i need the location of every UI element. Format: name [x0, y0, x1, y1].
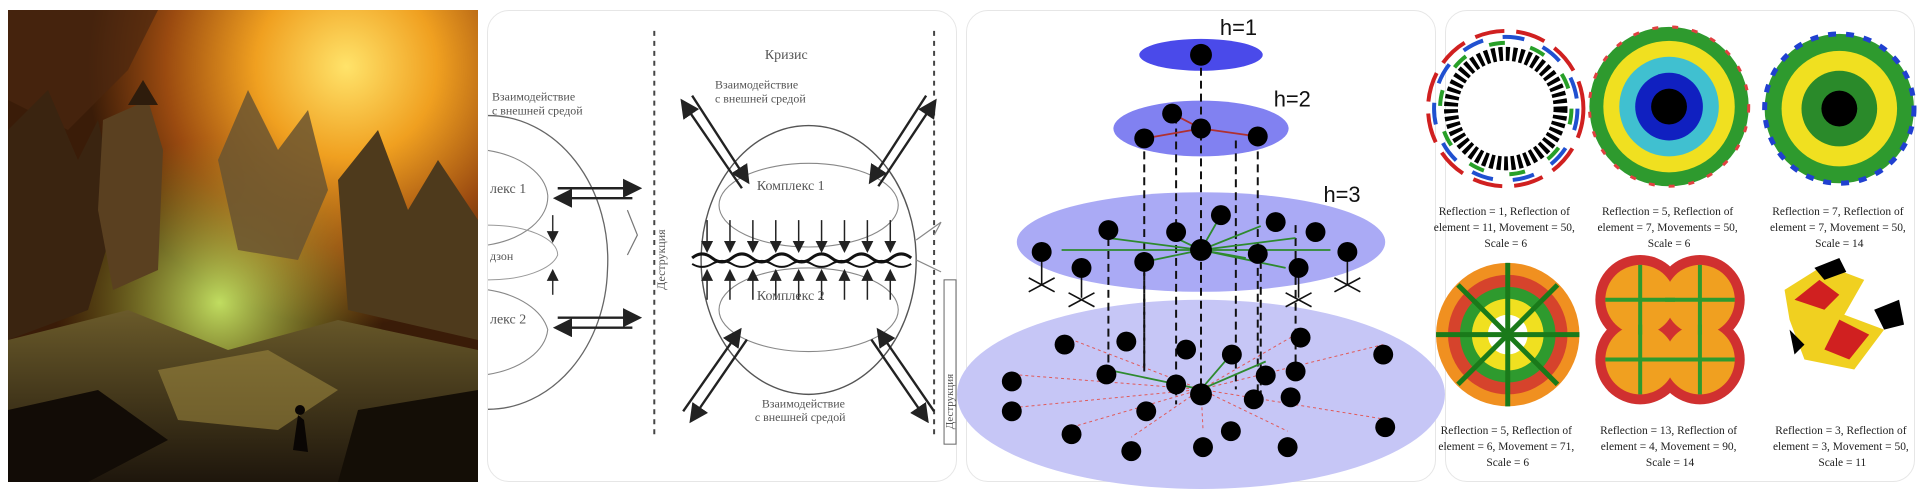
crisis-diagram-canvas: Взаимодействие с внешней средой лекс 1 д… — [487, 30, 957, 445]
level-3-label: h=3 — [1323, 182, 1360, 207]
svg-text:Reflection = 5, Reflection of: Reflection = 5, Reflection of element = … — [1597, 206, 1740, 250]
caption-4-line2: element = 6, Movement = 71, — [1438, 441, 1574, 453]
fractal-pattern-5 — [1595, 254, 1745, 405]
svg-text:Reflection = 5, Reflection of: Reflection = 5, Reflection of element = … — [1438, 425, 1577, 469]
caption-1-line3: Scale = 6 — [1484, 238, 1527, 250]
caption-1-line1: Reflection = 1, Reflection of — [1439, 206, 1570, 218]
hierarchy-diagram-canvas: h=1 h=2 h=3 — [957, 15, 1445, 489]
caption-6-line2: element = 3, Movement = 50, — [1773, 441, 1909, 453]
crisis-title: Кризис — [765, 48, 808, 63]
hierarchy-levels-diagram[interactable]: h=1 h=2 h=3 — [957, 10, 1445, 489]
caption-6-line1: Reflection = 3, Reflection of — [1775, 425, 1906, 437]
fractal-pattern-3 — [1762, 31, 1917, 186]
svg-text:Reflection = 13, Reflection of: Reflection = 13, Reflection of element =… — [1600, 425, 1740, 469]
caption-3-line3: Scale = 14 — [1815, 238, 1864, 250]
fractal-pattern-4 — [1436, 262, 1580, 407]
caption-5-line2: element = 4, Movement = 90, — [1601, 441, 1737, 453]
top-interaction-line1: Взаимодействие — [715, 78, 798, 92]
svg-text:Reflection = 3, Reflection of: Reflection = 3, Reflection of element = … — [1773, 425, 1912, 469]
level-2-label: h=2 — [1274, 87, 1311, 112]
right-destruction-label: Деструкция — [944, 374, 956, 429]
complex1-label: Комплекс 1 — [757, 179, 825, 194]
complex2-label: Комплекс 2 — [757, 289, 825, 304]
bottom-interaction-line1: Взаимодействие — [762, 396, 845, 410]
caption-1-line2: element = 11, Movement = 50, — [1434, 222, 1575, 234]
left-mid-label: дзон — [490, 249, 514, 263]
fractal-grid-canvas: Reflection = 1, Reflection of element = … — [1426, 25, 1917, 469]
caption-5-line3: Scale = 14 — [1646, 457, 1695, 469]
svg-text:Reflection = 7, Reflection of: Reflection = 7, Reflection of element = … — [1770, 206, 1909, 250]
caption-2-line2: element = 7, Movements = 50, — [1597, 222, 1737, 234]
caption-4-line3: Scale = 6 — [1486, 457, 1529, 469]
left-outer-ellipse — [487, 114, 609, 410]
bottom-interaction-line2: с внешней средой — [755, 410, 846, 424]
fractal-pattern-2 — [1587, 25, 1751, 188]
left-interaction-line2: с внешней средой — [492, 104, 583, 118]
level-1-label: h=1 — [1220, 15, 1257, 40]
destruction-vertical-label: Деструкция — [654, 229, 668, 290]
caption-2-line3: Scale = 6 — [1648, 238, 1691, 250]
fractal-pattern-6 — [1784, 257, 1905, 370]
svg-text:Reflection = 1, Reflection of: Reflection = 1, Reflection of element = … — [1434, 206, 1578, 250]
caption-2-line1: Reflection = 5, Reflection of — [1602, 206, 1733, 218]
left-complex2-label: лекс 2 — [490, 313, 526, 328]
crisis-interaction-diagram[interactable]: Взаимодействие с внешней средой лекс 1 д… — [487, 10, 957, 482]
caption-3-line2: element = 7, Movement = 50, — [1770, 222, 1906, 234]
fractal-pattern-1 — [1426, 28, 1586, 189]
painting-canvas — [8, 10, 478, 482]
caption-4-line1: Reflection = 5, Reflection of — [1441, 425, 1572, 437]
left-complex1-label: лекс 1 — [490, 182, 526, 197]
caption-3-line1: Reflection = 7, Reflection of — [1772, 206, 1903, 218]
fantasy-landscape-image[interactable] — [8, 10, 478, 482]
left-interaction-line1: Взаимодействие — [492, 90, 575, 104]
fractal-patterns-grid[interactable]: Reflection = 1, Reflection of element = … — [1426, 10, 1917, 482]
caption-5-line1: Reflection = 13, Reflection of — [1600, 425, 1737, 437]
caption-6-line3: Scale = 11 — [1818, 457, 1866, 469]
top-interaction-line2: с внешней средой — [715, 92, 806, 106]
